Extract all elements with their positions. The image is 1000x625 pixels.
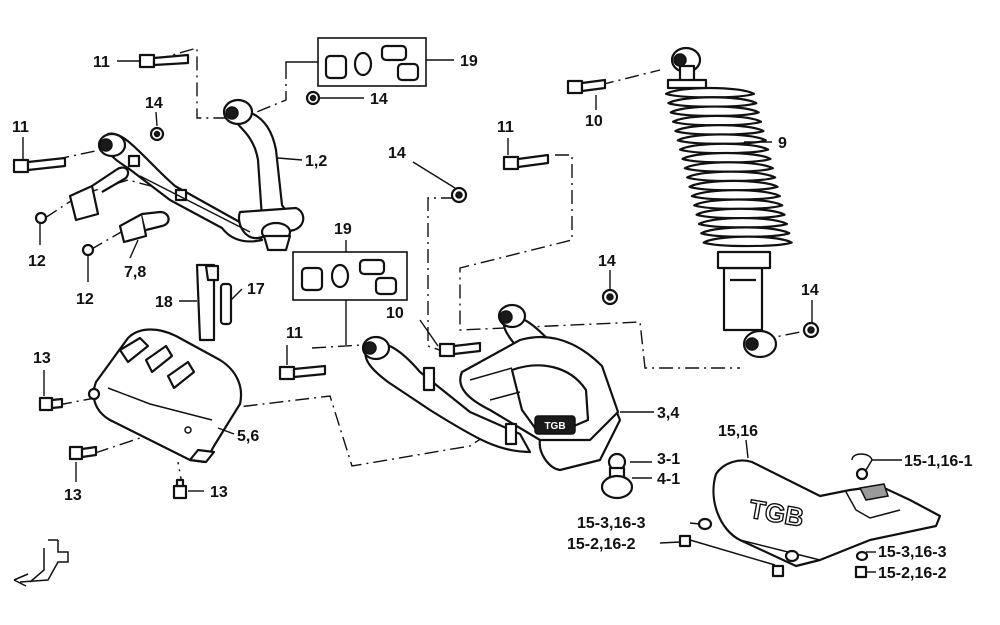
arm-guard-logo: TGB (544, 421, 565, 432)
spring-coil-turn (681, 151, 772, 164)
spring-coil-turn (693, 198, 784, 210)
spring-coil-turn (667, 96, 758, 108)
label-15-1: 15-1,16-1 (904, 453, 973, 470)
shock-absorber (664, 46, 793, 359)
label-15-3-left: 15-3,16-3 (577, 515, 646, 532)
spring-coil-turn (683, 161, 774, 173)
label-shock: 9 (778, 135, 787, 152)
spring-coil-turn (695, 207, 786, 220)
spring-coil-turn (671, 114, 763, 127)
spring-coil-turn (674, 124, 765, 136)
spring-coil-turn (702, 235, 793, 248)
label-brackets: 7,8 (124, 264, 146, 281)
bolts-shock (278, 78, 820, 381)
bushing-kit-top (317, 37, 427, 87)
brackets (68, 166, 170, 244)
label-11-lower: 11 (286, 325, 303, 342)
spring-coil-turn (690, 189, 781, 201)
callout-labels: 11 14 11 1,2 12 12 7,8 19 14 14 11 10 9 … (12, 53, 973, 582)
label-10-top: 10 (585, 113, 603, 130)
spring-coil-turn (688, 179, 779, 192)
bolts-13 (38, 396, 188, 500)
label-skid-plate: 15,16 (718, 423, 758, 440)
label-13-left: 13 (33, 350, 51, 367)
bushing-kit-middle (292, 251, 408, 301)
skid-plate: TGB (678, 453, 942, 579)
label-14-top-left: 14 (145, 95, 163, 112)
label-12-left: 12 (28, 253, 46, 270)
label-14-top: 14 (370, 91, 388, 108)
label-ball-joint-3-1: 3-1 (657, 451, 680, 468)
label-13-bottom: 13 (64, 487, 82, 504)
front-direction-icon (13, 539, 69, 587)
spring-coil-turn (700, 226, 791, 238)
lower-a-arm: TGB (361, 303, 634, 500)
label-11-left: 11 (12, 119, 29, 136)
label-15-3-right: 15-3,16-3 (878, 544, 947, 561)
label-14-right: 14 (598, 253, 616, 270)
label-15-2-left: 15-2,16-2 (567, 536, 636, 553)
bolts-upper (12, 53, 321, 257)
spring-coil-turn (697, 216, 789, 229)
label-10-lower: 10 (386, 305, 404, 322)
label-19-top: 19 (460, 53, 478, 70)
label-15-2-right: 15-2,16-2 (878, 565, 947, 582)
leader-lines (22, 59, 902, 573)
assembly-lines (29, 47, 801, 491)
label-11-top: 11 (93, 54, 110, 71)
spring-coil-turn (686, 170, 777, 183)
parts-17-18 (195, 263, 233, 342)
upper-a-arm (97, 98, 305, 252)
label-12-bottom: 12 (76, 291, 94, 308)
label-11-middle: 11 (497, 119, 514, 136)
label-17: 17 (247, 281, 265, 298)
spring-coil-turn (676, 133, 767, 145)
label-13-right: 13 (210, 484, 228, 501)
arm-guard (87, 328, 243, 464)
label-arm-guard: 5,6 (237, 428, 259, 445)
label-14-middle: 14 (388, 145, 406, 162)
spring-coil-turn (664, 86, 756, 99)
spring-coil-turn (669, 105, 760, 118)
label-19-middle: 19 (334, 221, 352, 238)
label-lower-arm: 3,4 (657, 405, 679, 422)
label-upper-arm: 1,2 (305, 153, 327, 170)
label-14-far-right: 14 (801, 282, 819, 299)
spring-coil-turn (679, 142, 770, 155)
label-ball-joint-4-1: 4-1 (657, 471, 680, 488)
label-18: 18 (155, 294, 173, 311)
